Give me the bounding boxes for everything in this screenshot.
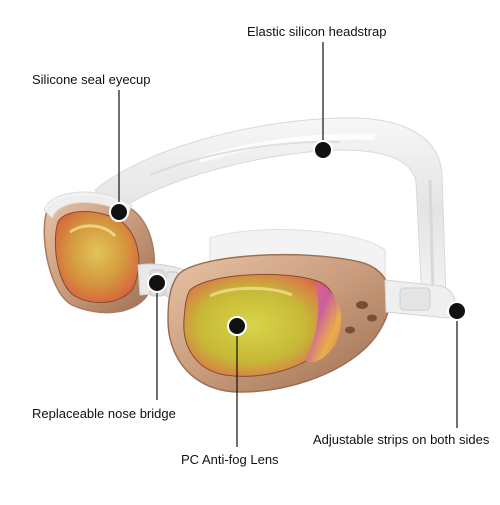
- headstrap-marker: [313, 140, 333, 160]
- eyecup-marker: [109, 202, 129, 222]
- nose-bridge-marker: [147, 273, 167, 293]
- lens-marker: [227, 316, 247, 336]
- left-eyecup: [43, 191, 155, 314]
- strips-marker: [447, 301, 467, 321]
- side-strap-buckle: [384, 279, 456, 319]
- strips-label: Adjustable strips on both sides: [313, 432, 490, 447]
- nose-bridge-label: Replaceable nose bridge: [32, 406, 176, 421]
- callout-lines: [118, 42, 458, 447]
- lens-label: PC Anti-fog Lens: [181, 452, 279, 467]
- right-eyecup: [167, 228, 391, 393]
- headstrap-label: Elastic silicon headstrap: [247, 24, 387, 39]
- eyecup-label: Silicone seal eyecup: [32, 72, 151, 87]
